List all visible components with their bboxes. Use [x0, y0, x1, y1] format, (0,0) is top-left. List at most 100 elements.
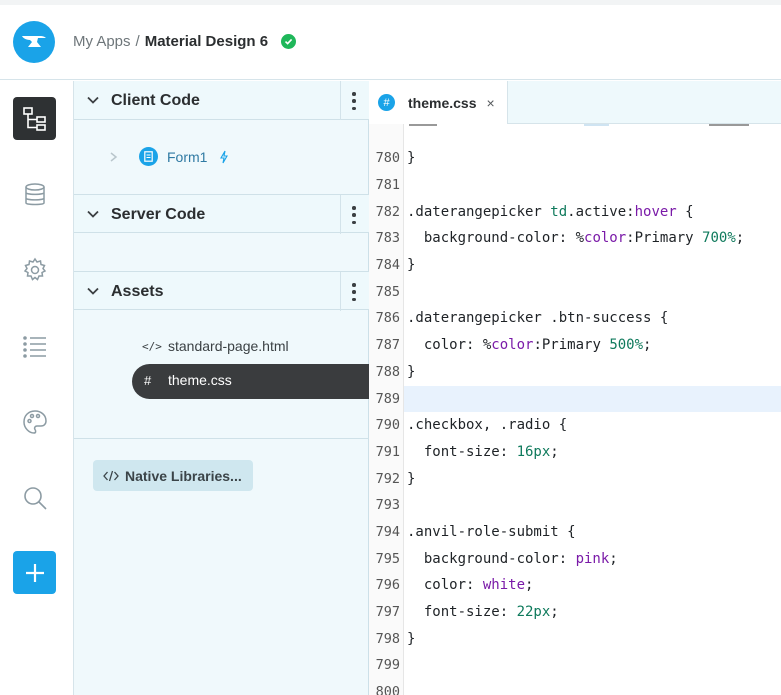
line-number: 798 — [375, 630, 400, 647]
asset-item-theme-css-selected[interactable] — [132, 364, 369, 399]
native-libraries-button[interactable]: Native Libraries... — [93, 460, 253, 491]
left-rail — [0, 81, 74, 695]
editor-tab-bar: # theme.css × — [369, 81, 781, 124]
code-line[interactable]: 783 background-color: %color:Primary 700… — [369, 225, 781, 252]
check-circle-icon — [281, 34, 297, 49]
asset-item-theme-css[interactable]: # theme.css — [144, 372, 232, 388]
code-line[interactable]: 780} — [369, 145, 781, 172]
chevron-down-icon[interactable] — [86, 207, 100, 221]
line-number: 782 — [375, 203, 400, 220]
code-line[interactable]: 786 .daterangepicker .btn-success { — [369, 305, 781, 332]
scrolled-line-fragment — [404, 124, 781, 134]
line-number: 793 — [375, 497, 400, 514]
line-code: } — [407, 150, 416, 167]
list-icon[interactable] — [13, 324, 56, 367]
code-line[interactable]: 796 color: white; — [369, 572, 781, 599]
code-icon — [103, 470, 119, 481]
more-vertical-icon[interactable] — [350, 206, 358, 224]
more-vertical-icon[interactable] — [350, 283, 358, 301]
line-number: 788 — [375, 363, 400, 380]
anvil-logo-icon[interactable] — [13, 21, 55, 63]
chevron-down-icon[interactable] — [86, 93, 100, 107]
line-number: 787 — [375, 337, 400, 354]
line-number: 780 — [375, 150, 400, 167]
line-code: .daterangepicker td.active:hover { — [407, 203, 694, 220]
app-header: My Apps / Material Design 6 — [0, 5, 781, 80]
breadcrumb-my-apps[interactable]: My Apps — [73, 33, 131, 50]
code-line[interactable]: 794.anvil-role-submit { — [369, 519, 781, 546]
tree-item-label: Form1 — [167, 148, 208, 165]
line-code: } — [407, 470, 416, 487]
code-line[interactable]: 787 color: %color:Primary 500%; — [369, 332, 781, 359]
section-title: Server Code — [111, 206, 206, 223]
close-icon[interactable]: × — [486, 94, 495, 111]
code-line[interactable]: 793 — [369, 492, 781, 519]
line-code: } — [407, 630, 416, 647]
database-icon[interactable] — [13, 173, 56, 216]
code-lines[interactable]: 780} 781 782 .daterangepicker td.active:hov… — [369, 145, 781, 695]
asset-item-standard-page[interactable]: </> standard-page.html — [142, 338, 289, 354]
code-editor: # theme.css × 780} 781 782 .daterangepicker… — [369, 81, 781, 695]
breadcrumb: My Apps / Material Design 6 — [73, 33, 297, 50]
section-title: Assets — [111, 283, 164, 300]
line-code: .checkbox, .radio { — [407, 417, 568, 434]
line-number: 795 — [375, 550, 400, 567]
hash-icon: # — [378, 94, 395, 111]
lightning-icon[interactable] — [219, 150, 229, 164]
line-number: 791 — [375, 443, 400, 460]
chevron-down-icon[interactable] — [86, 284, 100, 298]
code-line[interactable]: 800 — [369, 679, 781, 695]
code-icon: </> — [142, 339, 162, 353]
line-number: 797 — [375, 604, 400, 621]
add-icon[interactable] — [13, 551, 56, 594]
code-line[interactable]: 798} — [369, 625, 781, 652]
code-line[interactable]: 785 — [369, 278, 781, 305]
code-line[interactable]: 781 — [369, 172, 781, 199]
line-code: background-color: pink; — [407, 550, 618, 567]
search-icon[interactable] — [13, 476, 56, 519]
section-client-code[interactable]: Client Code — [74, 81, 369, 120]
line-code: .anvil-role-submit { — [407, 523, 576, 540]
line-code: .daterangepicker .btn-success { — [407, 310, 669, 327]
line-number: 785 — [375, 283, 400, 300]
line-number: 790 — [375, 417, 400, 434]
line-code: font-size: 16px; — [407, 443, 559, 460]
line-number: 781 — [375, 177, 400, 194]
code-line[interactable]: 790 .checkbox, .radio { — [369, 412, 781, 439]
code-line[interactable]: 791 font-size: 16px; — [369, 439, 781, 466]
code-line[interactable]: 784} — [369, 252, 781, 279]
code-line[interactable]: 789 — [369, 385, 781, 412]
section-server-code[interactable]: Server Code — [74, 194, 369, 234]
divider — [74, 438, 369, 439]
line-code: } — [407, 363, 416, 380]
section-assets[interactable]: Assets — [74, 271, 369, 311]
asset-label: theme.css — [168, 372, 232, 388]
tree-item-form1[interactable]: Form1 — [109, 147, 229, 166]
line-number: 786 — [375, 310, 400, 327]
line-number: 799 — [375, 657, 400, 674]
app-browser-icon[interactable] — [13, 97, 56, 140]
line-number: 789 — [375, 390, 400, 407]
hash-icon: # — [144, 372, 152, 388]
app-name[interactable]: Material Design 6 — [144, 33, 269, 50]
form-icon — [139, 147, 158, 166]
gear-icon[interactable] — [13, 248, 56, 291]
code-line[interactable]: 797 font-size: 22px; — [369, 599, 781, 626]
code-line[interactable]: 792} — [369, 465, 781, 492]
line-number-gutter — [369, 124, 404, 695]
tab-theme-css[interactable]: # theme.css × — [369, 81, 508, 124]
tab-label: theme.css — [408, 94, 477, 111]
breadcrumb-separator: / — [135, 33, 140, 50]
code-line[interactable]: 799 — [369, 652, 781, 679]
code-line[interactable]: 795 background-color: pink; — [369, 545, 781, 572]
more-vertical-icon[interactable] — [350, 92, 358, 110]
code-line[interactable]: 788} — [369, 359, 781, 386]
line-code: color: %color:Primary 500%; — [407, 337, 652, 354]
line-number: 800 — [375, 684, 400, 695]
asset-label: standard-page.html — [168, 338, 289, 354]
code-line[interactable]: 782 .daterangepicker td.active:hover { — [369, 198, 781, 225]
top-strip — [0, 0, 781, 5]
palette-icon[interactable] — [13, 400, 56, 443]
chevron-right-icon[interactable] — [109, 151, 118, 163]
line-code: font-size: 22px; — [407, 604, 559, 621]
